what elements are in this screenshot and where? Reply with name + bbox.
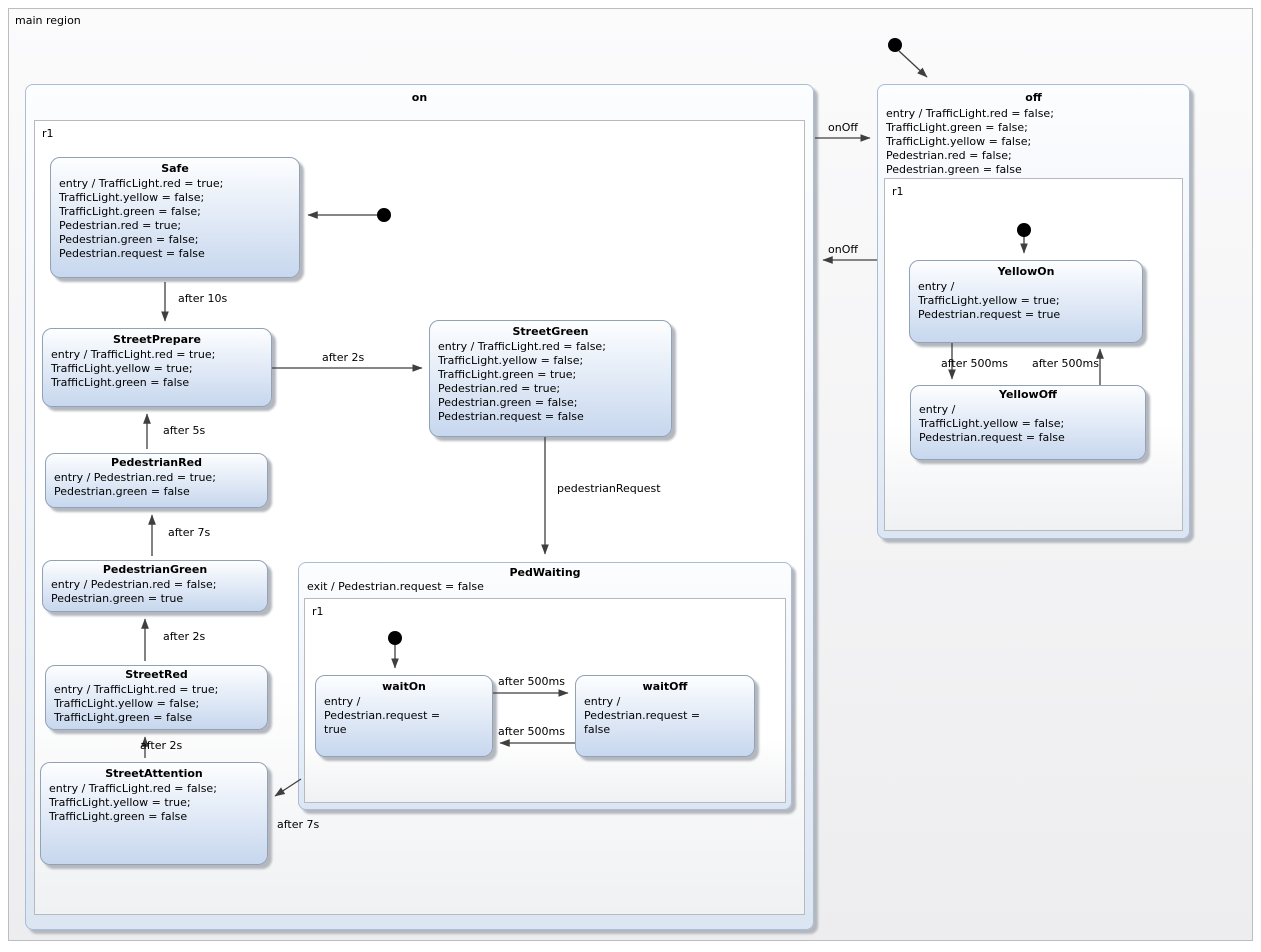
transition-label-waitoff-to-waiton[interactable]: after 500ms [498,725,565,738]
state-wait-off[interactable]: waitOff entry / Pedestrian.request = fal… [575,675,755,757]
state-title: PedestrianGreen [102,563,208,576]
state-street-green[interactable]: StreetGreen entry / TrafficLight.red = f… [429,320,672,437]
transition-label-safe-to-streetprepare[interactable]: after 10s [178,292,228,305]
state-body: entry / TrafficLight.red = false; Traffi… [49,782,217,823]
transition-label-yellowon-to-yellowoff[interactable]: after 500ms [941,357,1008,370]
transition-label-waiton-to-waitoff[interactable]: after 500ms [498,675,565,688]
state-street-attention[interactable]: StreetAttention entry / TrafficLight.red… [40,762,268,865]
state-entry-actions: entry / TrafficLight.red = false; Traffi… [886,107,1054,176]
state-yellow-off[interactable]: YellowOff entry / TrafficLight.yellow = … [910,385,1146,460]
state-title: StreetRed [125,668,188,681]
state-body: entry / TrafficLight.red = true; Traffic… [51,348,216,389]
transition-label-yellowoff-to-yellowon[interactable]: after 500ms [1032,357,1099,370]
state-pedestrian-green[interactable]: PedestrianGreen entry / Pedestrian.red =… [42,560,268,612]
state-title: on [411,91,428,104]
transition-label-off-to-on[interactable]: onOff [828,243,858,256]
state-title: PedWaiting [509,566,581,579]
transition-label-streetgreen-to-pedwaiting[interactable]: pedestrianRequest [557,482,661,495]
state-title: StreetAttention [105,767,203,780]
state-body: entry / TrafficLight.yellow = false; Ped… [919,403,1065,444]
state-title: YellowOn [997,265,1055,278]
state-title: YellowOff [999,388,1057,401]
region-label: r1 [42,127,54,140]
state-wait-on[interactable]: waitOn entry / Pedestrian.request = true [315,675,493,757]
state-street-prepare[interactable]: StreetPrepare entry / TrafficLight.red =… [42,328,272,407]
state-title: off [1025,91,1042,104]
state-title: waitOff [642,680,688,693]
state-exit-actions: exit / Pedestrian.request = false [307,580,484,593]
state-body: entry / Pedestrian.red = false; Pedestri… [51,578,217,605]
state-body: entry / Pedestrian.red = true; Pedestria… [54,471,216,498]
state-title: StreetPrepare [113,333,201,346]
state-body: entry / TrafficLight.yellow = true; Pede… [918,280,1061,321]
state-pedestrian-red[interactable]: PedestrianRed entry / Pedestrian.red = t… [45,453,268,508]
state-title: waitOn [382,680,426,693]
main-region-label: main region [15,14,81,27]
transition-label-streetprepare-to-streetgreen[interactable]: after 2s [322,351,365,364]
state-body: entry / Pedestrian.request = true [324,695,441,736]
transition-label-on-to-off[interactable]: onOff [828,121,858,134]
state-street-red[interactable]: StreetRed entry / TrafficLight.red = tru… [45,665,268,730]
state-body: entry / TrafficLight.red = false; Traffi… [438,340,606,423]
state-body: entry / Pedestrian.request = false [584,695,701,736]
state-body: entry / TrafficLight.red = true; Traffic… [54,683,219,724]
state-title: PedestrianRed [111,456,202,469]
region-label: r1 [312,605,324,618]
state-body: entry / TrafficLight.red = true; Traffic… [59,177,224,260]
state-safe[interactable]: Safe entry / TrafficLight.red = true; Tr… [50,157,300,278]
region-label: r1 [892,185,904,198]
transition-label-pedestrianred-to-streetprepare[interactable]: after 5s [163,424,206,437]
transition-label-pedwaiting-to-streetattention[interactable]: after 7s [277,818,320,831]
transition-label-pedestriangreen-to-pedestrianred[interactable]: after 7s [168,526,211,539]
state-title: Safe [161,162,189,175]
region-off-r1[interactable]: r1 [884,178,1183,531]
transition-label-streetred-to-pedestriangreen[interactable]: after 2s [163,630,206,643]
state-title: StreetGreen [512,325,589,338]
transition-label-streetattention-to-streetred[interactable]: after 2s [140,739,183,752]
state-yellow-on[interactable]: YellowOn entry / TrafficLight.yellow = t… [909,260,1143,343]
